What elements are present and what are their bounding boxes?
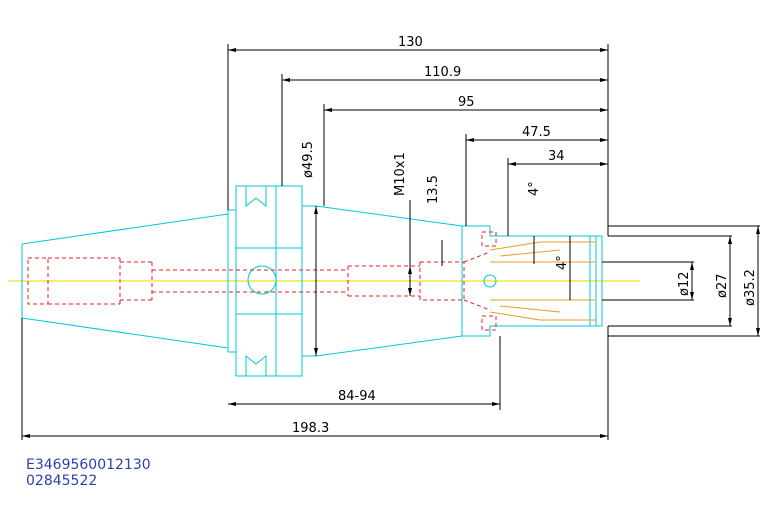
dim-label-110-9: 110.9 — [424, 65, 461, 80]
dim-label-angle-mid: 4° — [555, 255, 570, 270]
dim-label-dia-35-2: ø35.2 — [743, 269, 758, 306]
dim-label-130: 130 — [398, 35, 423, 50]
dim-label-34: 34 — [548, 149, 565, 164]
dim-label-dia-12: ø12 — [677, 272, 692, 297]
part-code-block: E3469560012130 02845522 — [26, 457, 151, 489]
dim-label-thread: M10x1 — [393, 152, 408, 196]
dim-label-angle-top: 4° — [527, 181, 542, 196]
internal-bore-lines — [27, 231, 497, 331]
dim-label-dia-49-5: ø49.5 — [301, 141, 316, 178]
dim-label-dia-27: ø27 — [715, 274, 730, 299]
arrowheads — [22, 48, 760, 438]
dim-label-95: 95 — [458, 95, 475, 110]
dimension-lines — [21, 44, 760, 440]
dim-label-84-94: 84-94 — [338, 389, 376, 404]
part-code-line-1: E3469560012130 — [26, 457, 151, 473]
part-code-line-2: 02845522 — [26, 473, 98, 489]
tool-holder-outline — [21, 185, 603, 377]
dim-label-198-3: 198.3 — [292, 421, 329, 436]
dim-label-13-5: 13.5 — [426, 175, 441, 204]
collet — [489, 241, 596, 321]
dim-label-47-5: 47.5 — [522, 125, 551, 140]
